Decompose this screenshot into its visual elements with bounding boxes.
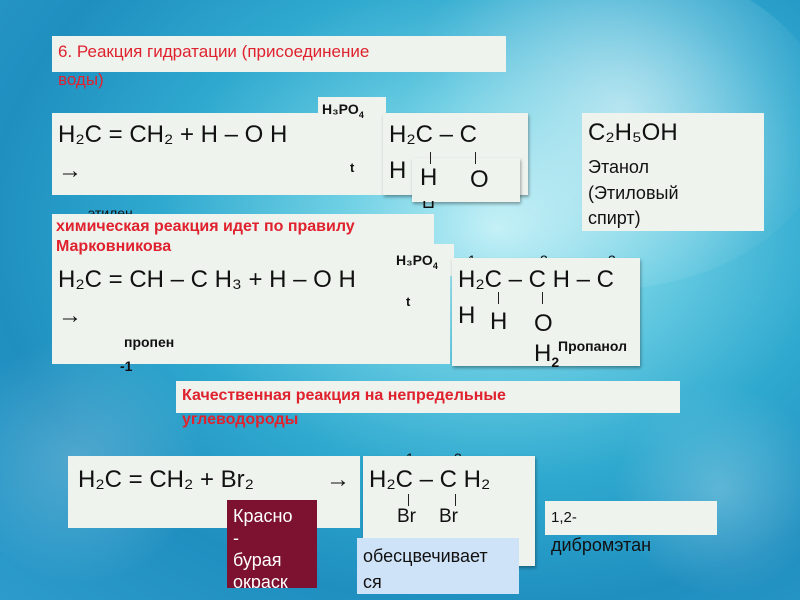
row3-br-2: Br — [439, 506, 458, 527]
row2-reactant-name: пропен — [124, 334, 175, 350]
row2-sub-o: O — [534, 310, 553, 337]
row1-sub-o: O — [470, 166, 489, 193]
row1-product-top: H₂C – C — [389, 121, 477, 148]
row3-bond-2 — [455, 494, 456, 506]
row1-sub-h: H — [420, 164, 438, 191]
row1-bond-1 — [430, 152, 431, 164]
product-ethanol-formula: C₂H₅OH — [588, 119, 678, 146]
product-dibromoethane-line2: дибромэтан — [551, 535, 652, 555]
row1-sub-h-lower: H — [422, 198, 435, 208]
qual-line2: углеводороды — [182, 411, 299, 428]
decolor-line2: ся — [363, 572, 382, 592]
row2-equation: H₂C = CH – C H₃ + H – O H — [58, 266, 356, 293]
row2-bond-2 — [542, 292, 543, 304]
row2-sub-h: H — [490, 308, 508, 335]
color-label-line2: - — [233, 528, 239, 548]
row2-sub-h-lower: H2 — [534, 340, 560, 370]
row1-substituent-box: H O — [412, 152, 520, 202]
row2-catalyst-box: H₃PO4 — [392, 244, 454, 276]
product-dibromoethane-line1: 1,2- — [551, 509, 577, 526]
rule-box: химическая реакция идет по правилу Марко… — [52, 214, 434, 260]
row1-catalyst-box: H₃PO4 — [318, 97, 386, 127]
row2-arrow: → — [58, 302, 82, 329]
product-ethanol-name: Этанол — [588, 157, 650, 177]
rule-line1: химическая реакция идет по правилу — [56, 218, 355, 235]
title-line2: воды) — [58, 70, 104, 89]
color-label-line3: бурая — [233, 550, 282, 570]
color-label-line4: окраск — [233, 572, 288, 588]
row1-catalyst: H₃PO4 — [322, 101, 364, 120]
row1-bond-2 — [475, 152, 476, 164]
color-label-box: Красно - бурая окраск — [227, 500, 317, 588]
row3-bond-1 — [408, 494, 409, 506]
decolor-line1: обесцвечивает — [363, 546, 488, 566]
title-line1: 6. Реакция гидратации (присоединение — [58, 42, 370, 61]
decolor-box: обесцвечивает ся — [357, 538, 519, 594]
product-ethanol-alt: (Этиловый — [588, 183, 679, 203]
row1-equation: H₂C = CH₂ + H – O H — [58, 121, 288, 148]
qual-box: Качественная реакция на непредельные угл… — [176, 381, 680, 428]
row1-temperature: t — [350, 160, 355, 175]
title-box: 6. Реакция гидратации (присоединение вод… — [52, 36, 506, 89]
row2-bond-1 — [498, 292, 499, 304]
row1-arrow: → — [58, 157, 82, 184]
qual-line1: Качественная реакция на непредельные — [182, 387, 506, 404]
product-ethanol-alt2: спирт) — [588, 208, 641, 228]
row2-product-box: H₂C – C H – C H H O H2 Пропанол — [452, 258, 640, 370]
rule-line2: Марковникова — [56, 238, 172, 255]
row2-equation-box: H₂C = CH – C H₃ + H – O H → пропен -1 — [52, 258, 450, 374]
row2-reactant-number: -1 — [120, 358, 133, 374]
row3-equation-box: H₂C = CH₂ + Br₂ → — [68, 456, 360, 528]
row2-product-name: Пропанол — [558, 338, 627, 354]
row3-product-top: H₂C – C H₂ — [369, 466, 491, 493]
row3-br-1: Br — [397, 506, 416, 527]
row1-product-h: H — [389, 157, 407, 184]
row3-arrow: → — [326, 466, 350, 493]
row3-equation: H₂C = CH₂ + Br₂ — [78, 466, 254, 493]
row2-product-h: H — [458, 302, 476, 329]
row2-temperature: t — [406, 294, 411, 309]
row2-product-top: H₂C – C H – C — [458, 266, 615, 293]
product-ethanol-box: C₂H₅OH Этанол (Этиловый спирт) — [582, 113, 764, 231]
color-label-line1: Красно — [233, 506, 293, 526]
product-dibromoethane-box: 1,2- дибромэтан — [545, 501, 717, 555]
row2-catalyst: H₃PO4 — [396, 252, 438, 271]
